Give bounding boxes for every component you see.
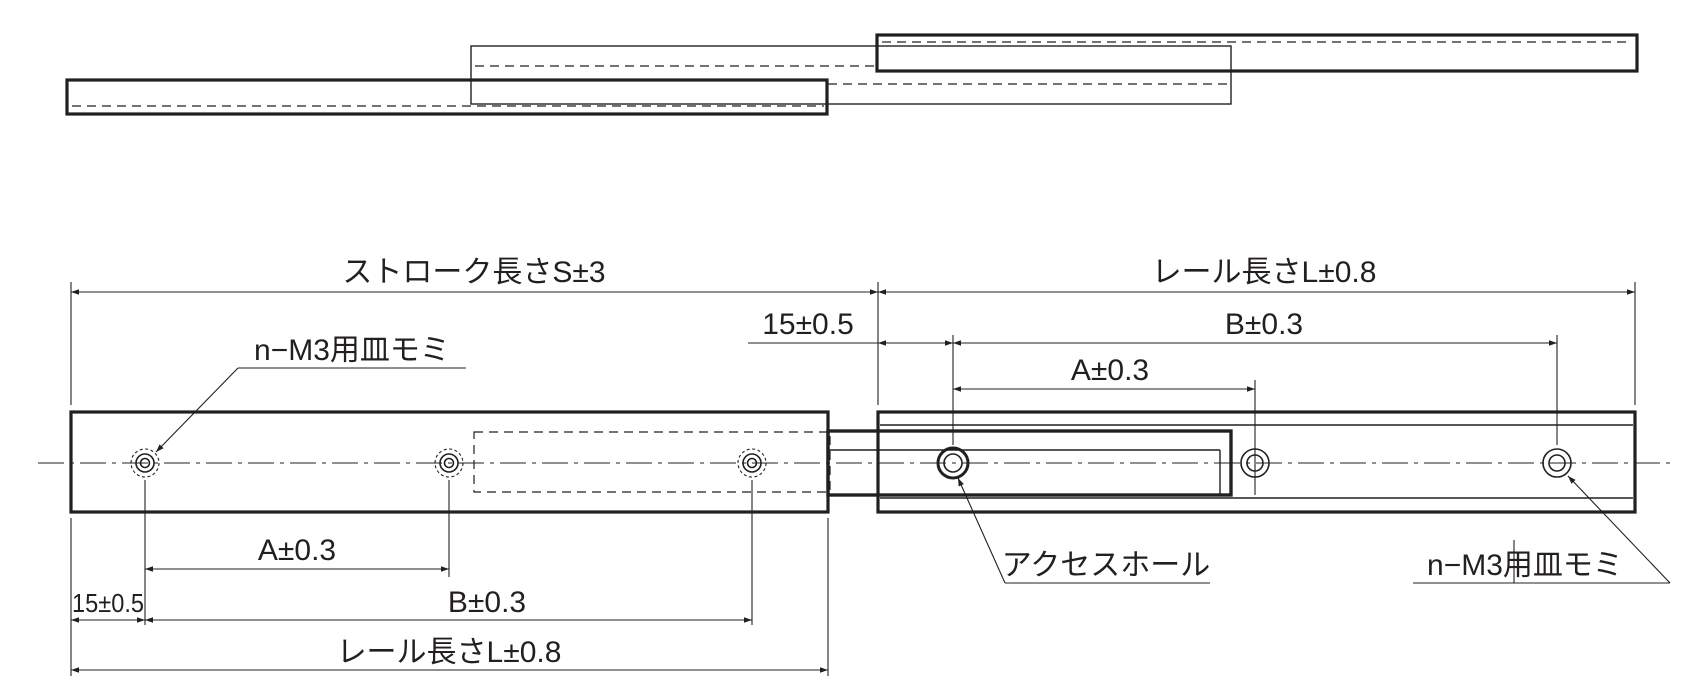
outer-rail-right [875,33,1639,73]
left-hole-3 [737,448,767,478]
leader-screw-hole-right [1567,475,1671,584]
inner-rail-left [65,78,829,116]
left-hole-1 [130,448,160,478]
label-pitch-b-top: B±0.3 [1225,308,1303,341]
leader-access-hole [957,477,1006,584]
label-rail-length-bottom: レール長さL±0.8 [337,636,562,669]
label-pitch-a-bottom: A±0.3 [258,534,336,567]
leader-screw-hole-left [155,367,239,453]
label-screw-hole-left: n−M3用皿モミ [254,334,450,367]
right-rail-body [876,410,1637,514]
label-access-hole: アクセスホール [1002,549,1211,582]
middle-rail [470,45,1232,105]
label-offset-bottom: 15±0.5 [72,588,144,618]
top-view-extended-rails [65,33,1639,116]
left-rail-hidden-slot [473,431,831,493]
right-hole-2 [1542,448,1572,478]
access-hole-circle [936,446,970,480]
label-pitch-a-top: A±0.3 [1071,354,1149,387]
main-view: ストローク長さS±3 レール長さL±0.8 15±0.5 B±0.3 A±0.3… [38,256,1672,676]
label-pitch-b-bottom: B±0.3 [448,586,526,619]
label-stroke-length: ストローク長さS±3 [342,256,605,289]
label-offset-top: 15±0.5 [762,308,854,341]
left-hole-2 [434,448,464,478]
label-rail-length-top: レール長さL±0.8 [1152,256,1377,289]
label-screw-hole-right: n−M3用皿モミ [1427,549,1623,582]
